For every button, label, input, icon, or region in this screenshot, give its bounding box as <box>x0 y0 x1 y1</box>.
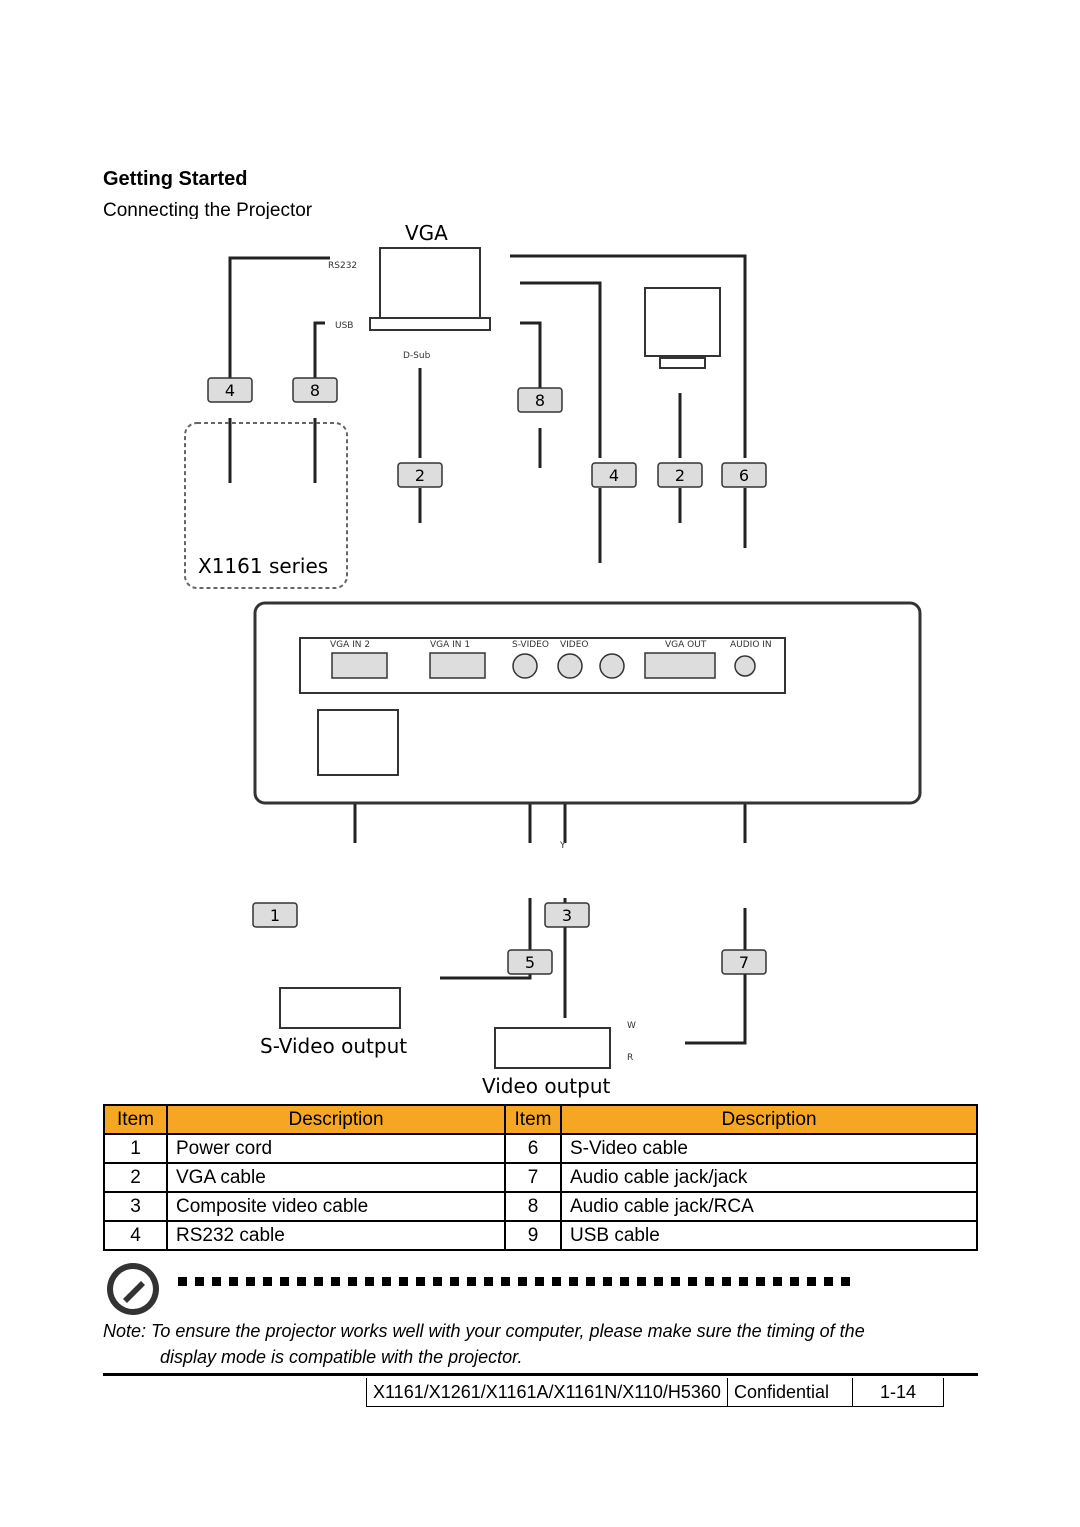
note-text: Note: To ensure the projector works well… <box>103 1318 983 1370</box>
note-line-2: display mode is compatible with the proj… <box>160 1347 523 1367</box>
footer-models: X1161/X1261/X1161A/X1161N/X110/H5360 <box>366 1378 728 1407</box>
monitor-icon <box>644 287 721 369</box>
callout-5: 5 <box>525 953 535 972</box>
footer-confidential: Confidential <box>727 1378 853 1407</box>
vga-label: VGA <box>405 221 448 245</box>
callout-2b: 2 <box>675 466 685 485</box>
table-row: 1 Power cord 6 S-Video cable <box>103 1133 978 1164</box>
usb-label: USB <box>335 321 353 331</box>
table-header-row: Item Description Item Description <box>103 1104 978 1135</box>
section-title: Getting Started <box>103 168 248 190</box>
y-label: Y <box>559 841 566 851</box>
callout-1: 1 <box>270 906 280 925</box>
callout-8b: 8 <box>535 391 545 410</box>
footer-rule <box>103 1373 978 1376</box>
vcr-icon <box>494 1027 611 1069</box>
video-label: VIDEO <box>560 640 589 650</box>
dvd-player-icon <box>279 987 401 1029</box>
callout-8a: 8 <box>310 381 320 400</box>
header-description-2: Description <box>560 1104 978 1135</box>
connection-diagram: VGA X1161 series 4 <box>184 221 922 1098</box>
header-item-1: Item <box>103 1104 168 1135</box>
power-socket-icon <box>317 709 399 776</box>
callout-4b: 4 <box>609 466 619 485</box>
svideo-output-label: S-Video output <box>260 1034 407 1058</box>
table-row: 4 RS232 cable 9 USB cable <box>103 1220 978 1251</box>
audio-in-label: AUDIO IN <box>730 640 772 650</box>
callout-4a: 4 <box>225 381 235 400</box>
x1161-series-label: X1161 series <box>198 554 328 578</box>
svideo-label: S-VIDEO <box>512 640 549 650</box>
video-output-label: Video output <box>482 1074 611 1098</box>
items-table: Item Description Item Description 1 Powe… <box>103 1104 978 1251</box>
callout-2a: 2 <box>415 466 425 485</box>
callout-7: 7 <box>739 953 749 972</box>
table-row: 3 Composite video cable 8 Audio cable ja… <box>103 1191 978 1222</box>
table-row: 2 VGA cable 7 Audio cable jack/jack <box>103 1162 978 1193</box>
rca-w-label: W <box>627 1021 636 1031</box>
note-divider <box>178 1277 898 1289</box>
dsub-label: D-Sub <box>403 351 431 361</box>
vga-in-2-label: VGA IN 2 <box>330 640 370 650</box>
laptop-icon <box>369 247 491 331</box>
projector-body <box>253 601 922 805</box>
vga-in-1-label: VGA IN 1 <box>430 640 470 650</box>
section-subtitle: Connecting the Projector <box>103 200 313 219</box>
header-item-2: Item <box>504 1104 562 1135</box>
callout-3: 3 <box>562 906 572 925</box>
note-pen-icon <box>107 1263 159 1315</box>
header-description-1: Description <box>166 1104 506 1135</box>
rs232-label: RS232 <box>328 261 357 271</box>
x1161-series-box <box>184 422 348 589</box>
vga-out-label: VGA OUT <box>665 640 707 650</box>
note-line-1: Note: To ensure the projector works well… <box>103 1321 865 1341</box>
callout-6: 6 <box>739 466 749 485</box>
footer-page-number: 1-14 <box>852 1378 944 1407</box>
rca-r-label: R <box>627 1053 633 1063</box>
footer: X1161/X1261/X1161A/X1161N/X110/H5360 Con… <box>366 1378 944 1407</box>
